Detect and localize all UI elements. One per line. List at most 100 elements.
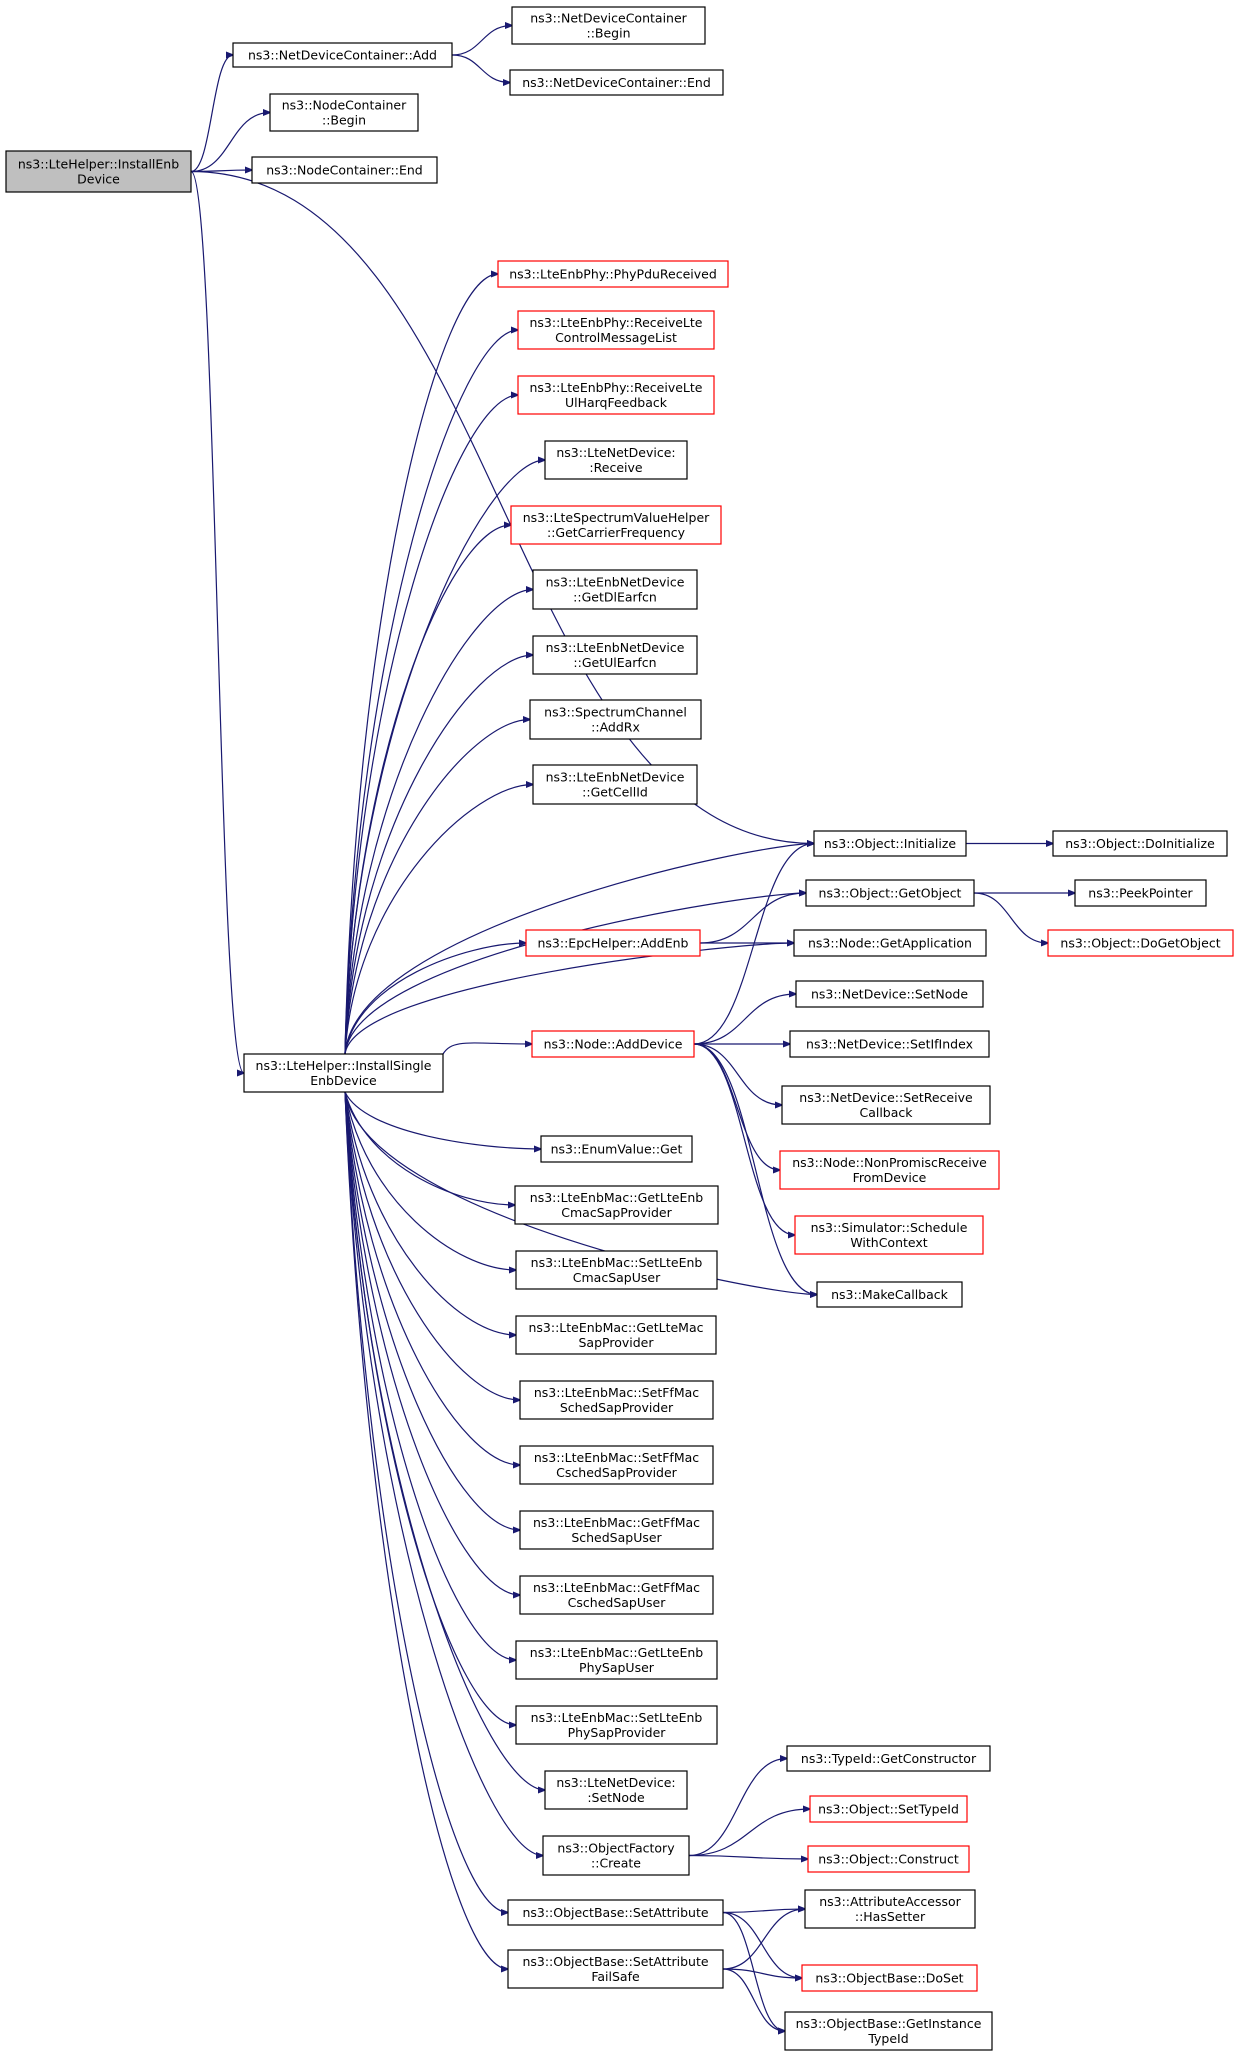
node-label: SapProvider [579,1335,655,1350]
node-nodeAddDev[interactable]: ns3::Node::AddDevice [531,1030,695,1058]
node-ncEnd[interactable]: ns3::NodeContainer::End [251,156,438,184]
node-ncBegin[interactable]: ns3::NodeContainer::Begin [269,93,419,132]
node-typeCtor[interactable]: ns3::TypeId::GetConstructor [786,1745,991,1772]
node-label: ns3::Object::Construct [818,1852,959,1867]
edge-installSingle-macGetCsched [344,1091,520,1595]
node-box [813,830,967,857]
node-ofCreate[interactable]: ns3::ObjectFactory::Create [542,1835,690,1876]
edge-installSingle-nodeAddDev [442,1043,532,1055]
node-label: ::GetUlEarfcn [573,655,656,670]
node-setTypeId[interactable]: ns3::Object::SetTypeId [809,1795,968,1823]
edge-ndcAdd-ndcEnd [451,54,510,83]
node-enumGet[interactable]: ns3::EnumValue::Get [540,1135,693,1163]
edge-setAttrFs-hasSetter [722,1909,805,1970]
edge-installSingle-addRx [344,720,530,1055]
edge-installSingle-macSetCmac [344,1091,516,1270]
node-setIf[interactable]: ns3::NetDevice::SetIfIndex [789,1030,990,1058]
node-getObj[interactable]: ns3::Object::GetObject [805,879,975,907]
node-getDl[interactable]: ns3::LteEnbNetDevice::GetDlEarfcn [532,569,698,610]
node-phyPdu[interactable]: ns3::LteEnbPhy::PhyPduReceived [497,260,729,288]
node-macSetCsched[interactable]: ns3::LteEnbMac::SetFfMacCschedSapProvide… [519,1445,714,1485]
edge-nodeAddDev-nonPromisc [693,1043,780,1170]
node-label: SchedSapProvider [560,1400,674,1415]
node-label: UlHarqFeedback [565,395,668,410]
node-carrier[interactable]: ns3::LteSpectrumValueHelper::GetCarrierF… [510,505,722,545]
node-box [544,1770,688,1810]
node-objConstruct[interactable]: ns3::Object::Construct [807,1845,970,1873]
node-label: ns3::LteEnbMac::GetFfMac [533,1580,700,1595]
node-doInit[interactable]: ns3::Object::DoInitialize [1052,830,1228,857]
edge-installSingle-netRecv [344,460,545,1055]
node-box [784,2011,993,2051]
node-box [515,1705,718,1745]
edge-installEnb-installSingle [190,170,244,1074]
node-setNode[interactable]: ns3::NetDevice::SetNode [795,980,984,1008]
node-makeCb[interactable]: ns3::MakeCallback [816,1281,963,1308]
node-addRx[interactable]: ns3::SpectrumChannel::AddRx [529,699,702,740]
node-ndcAdd[interactable]: ns3::NetDeviceContainer::Add [232,42,453,68]
edge-installSingle-objInit [344,844,814,1055]
edge-installSingle-macSetSched [344,1091,520,1400]
node-label: ns3::Object::DoGetObject [1060,936,1220,951]
node-box [781,1085,991,1125]
node-box [243,1053,444,1093]
node-epcAddEnb[interactable]: ns3::EpcHelper::AddEnb [525,929,701,957]
node-box [515,1250,718,1290]
node-netRecv[interactable]: ns3::LteNetDevice::Receive [544,440,688,480]
node-ndcBegin[interactable]: ns3::NetDeviceContainer::Begin [511,6,706,45]
node-hasSetter[interactable]: ns3::AttributeAccessor::HasSetter [804,1889,976,1929]
edge-nodeAddDev-setNode [693,994,796,1045]
node-box [807,1845,970,1873]
node-phyCtrl[interactable]: ns3::LteEnbPhy::ReceiveLteControlMessage… [517,310,715,350]
node-netSetNode[interactable]: ns3::LteNetDevice::SetNode [544,1770,688,1810]
node-box [795,980,984,1008]
edge-installSingle-setAttrFs [344,1091,508,1969]
node-ndcEnd[interactable]: ns3::NetDeviceContainer::End [509,69,724,96]
node-doSet[interactable]: ns3::ObjectBase::DoSet [801,1964,978,1992]
node-box [779,1150,1000,1190]
node-getApp[interactable]: ns3::Node::GetApplication [793,929,987,957]
node-box [1074,879,1207,907]
node-getUl[interactable]: ns3::LteEnbNetDevice::GetUlEarfcn [532,635,698,675]
node-cellId[interactable]: ns3::LteEnbNetDevice::GetCellId [532,764,698,805]
node-box [507,1899,724,1926]
node-label: ns3::Object::GetObject [819,886,962,901]
edge-installSingle-macGetMac [344,1091,516,1335]
node-box [531,1030,695,1058]
node-label: PhySapProvider [568,1725,667,1740]
node-label: CmacSapUser [573,1270,661,1285]
node-box [794,1215,984,1255]
node-label: ::HasSetter [855,1909,926,1924]
edge-installEnb-ncBegin [190,113,270,173]
edge-installSingle-epcAddEnb [344,943,526,1055]
node-setAttr[interactable]: ns3::ObjectBase::SetAttribute [507,1899,724,1926]
edge-installSingle-phyHarq [344,395,518,1055]
edge-installSingle-phyCtrl [344,330,518,1055]
node-peek[interactable]: ns3::PeekPointer [1074,879,1207,907]
node-label: ns3::LteEnbNetDevice [546,640,685,655]
edge-nodeAddDev-setRecvCb [693,1043,782,1105]
node-box [544,440,688,480]
node-label: ns3::NetDeviceContainer::Add [248,48,437,63]
node-objInit[interactable]: ns3::Object::Initialize [813,830,967,857]
node-label: ns3::SpectrumChannel [544,705,687,720]
node-label: FailSafe [591,1969,640,1984]
node-doGetObj[interactable]: ns3::Object::DoGetObject [1047,929,1234,957]
edge-installSingle-macGetPhy [344,1091,516,1660]
